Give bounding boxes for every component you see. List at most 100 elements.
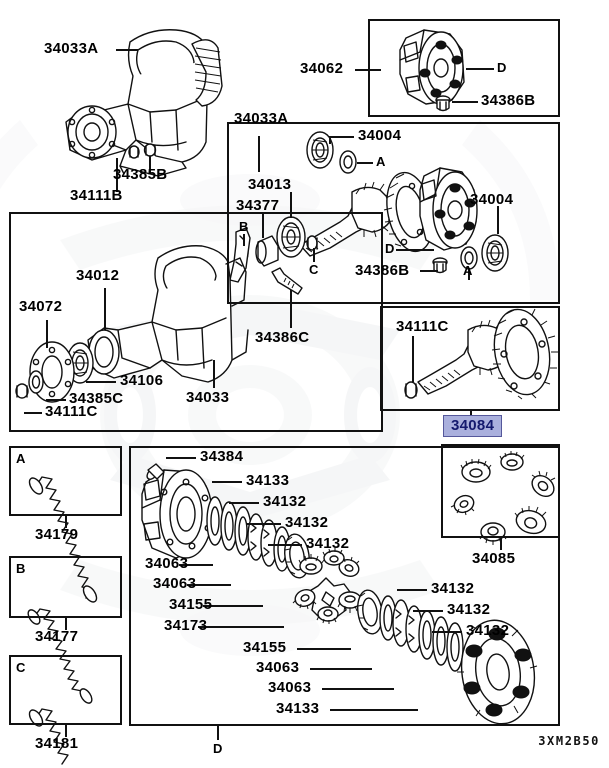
leader-34132-l1 <box>229 502 259 504</box>
label-34004-top: 34004 <box>358 127 402 144</box>
diagram-code: 3XM2B50 <box>538 734 600 748</box>
leader-34385c <box>46 399 66 401</box>
panel-spring-b <box>9 556 122 618</box>
label-34063-l2: 34063 <box>153 575 197 592</box>
leader-34004-top <box>330 136 354 138</box>
label-34111b: 34111B <box>70 187 123 204</box>
label-b-assy: B <box>239 219 249 234</box>
panel-carrier-lower <box>9 212 383 432</box>
panel-spring-a <box>9 446 122 516</box>
leader-34132-r1 <box>397 589 427 591</box>
label-34012: 34012 <box>76 267 120 284</box>
leader-34377 <box>262 214 264 238</box>
leader-34181 <box>65 725 67 737</box>
label-34386b-box: 34386B <box>481 92 536 109</box>
label-d-assy: D <box>385 241 395 256</box>
label-34084-highlighted[interactable]: 34084 <box>443 415 503 437</box>
label-34063-r1: 34063 <box>256 659 300 676</box>
leader-34386b-assy <box>420 270 438 272</box>
leader-34132-l3 <box>268 544 302 546</box>
leader-34155-l <box>203 605 263 607</box>
leader-34013 <box>290 192 292 218</box>
leader-a-shim-top <box>357 162 373 164</box>
leader-c-assy <box>313 248 315 262</box>
leader-34384 <box>166 457 196 459</box>
label-c-assy: C <box>309 262 319 277</box>
leader-34111c-ring <box>412 336 414 382</box>
leader-d-assy <box>396 249 434 251</box>
label-34033a-assy: 34033A <box>234 110 289 127</box>
label-d-pinion-box: D <box>497 60 507 75</box>
label-34385c: 34385C <box>69 390 124 407</box>
panel-spring-c <box>9 655 122 725</box>
label-34133-l: 34133 <box>246 472 290 489</box>
leader-a-lower <box>468 268 470 280</box>
label-34132-l3: 34132 <box>306 535 350 552</box>
label-34133-r: 34133 <box>276 700 320 717</box>
leader-34012 <box>104 288 106 330</box>
label-d-bottom: D <box>213 741 223 756</box>
leader-34111b <box>116 158 118 192</box>
leader-34063-r2 <box>322 688 394 690</box>
label-34106: 34106 <box>120 372 164 389</box>
label-34155-r: 34155 <box>243 639 287 656</box>
label-34033a-top: 34033A <box>44 40 99 57</box>
label-34384: 34384 <box>200 448 244 465</box>
label-34111c-ring: 34111C <box>396 318 449 335</box>
leader-d-pinion-box <box>466 68 494 70</box>
label-a-shim-top: A <box>376 154 386 169</box>
label-34179: 34179 <box>35 526 79 543</box>
leader-34386c <box>290 290 292 328</box>
label-34013: 34013 <box>248 176 292 193</box>
leader-34179 <box>65 516 67 528</box>
leader-34132-l2 <box>247 523 281 525</box>
label-34085: 34085 <box>472 550 516 567</box>
label-34173: 34173 <box>164 617 208 634</box>
label-34111c-lower: 34111C <box>45 403 98 420</box>
label-spring-a-key: A <box>16 451 26 466</box>
label-a-lower: A <box>463 263 473 278</box>
leader-34386b-box <box>452 101 478 103</box>
leader-34033a-assy <box>258 136 260 172</box>
leader-34033a-top <box>116 49 138 51</box>
leader-34062 <box>355 69 381 71</box>
leader-34106 <box>86 381 116 383</box>
label-34181: 34181 <box>35 735 79 752</box>
leader-34063-r1 <box>310 668 372 670</box>
leader-34173 <box>198 626 284 628</box>
label-34385b: 34385B <box>113 166 168 183</box>
leader-34155-r <box>297 648 351 650</box>
label-34132-r2: 34132 <box>447 601 491 618</box>
label-34033: 34033 <box>186 389 230 406</box>
label-34063-l1: 34063 <box>145 555 189 572</box>
label-34386b-assy: 34386B <box>355 262 410 279</box>
panel-diff-case-assembly <box>129 446 560 726</box>
label-34072: 34072 <box>19 298 63 315</box>
leader-34177 <box>65 618 67 630</box>
leader-34133-r <box>330 709 418 711</box>
panel-pinion-case-34062 <box>368 19 560 117</box>
leader-34385b <box>149 156 151 174</box>
leader-34133-l <box>212 481 242 483</box>
leader-34085 <box>500 538 502 550</box>
label-34386c: 34386C <box>255 329 310 346</box>
label-34132-r3: 34132 <box>466 622 510 639</box>
label-34177: 34177 <box>35 628 79 645</box>
leader-34004-right <box>497 206 499 234</box>
label-spring-b-key: B <box>16 561 26 576</box>
label-34062: 34062 <box>300 60 344 77</box>
label-34132-l2: 34132 <box>285 514 329 531</box>
leader-d-bottom <box>217 726 219 740</box>
label-34132-l1: 34132 <box>263 493 307 510</box>
label-34155-l: 34155 <box>169 596 213 613</box>
leader-34111c-lower <box>24 412 42 414</box>
label-34377: 34377 <box>236 197 280 214</box>
label-34063-r2: 34063 <box>268 679 312 696</box>
leader-34063-l2 <box>187 584 231 586</box>
leader-34033 <box>213 360 215 388</box>
leader-34132-r3 <box>432 631 462 633</box>
leader-34072 <box>46 320 48 348</box>
label-34132-r1: 34132 <box>431 580 475 597</box>
leader-34132-r2 <box>413 610 443 612</box>
label-spring-c-key: C <box>16 660 26 675</box>
